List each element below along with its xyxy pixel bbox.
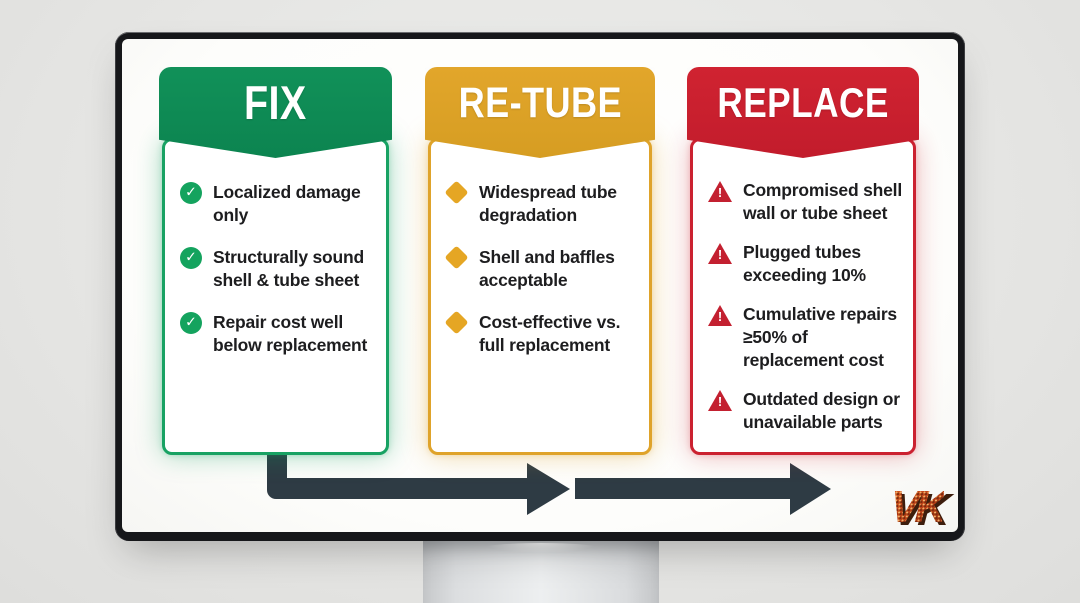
check-circle-icon: ✓ xyxy=(180,312,202,334)
list-item: ! Plugged tubes exceeding 10% xyxy=(708,241,905,287)
warning-triangle-icon: ! xyxy=(708,305,732,326)
flow-arrow-bar xyxy=(285,478,527,499)
monitor-frame: ✓ Localized damage only ✓ Structurally s… xyxy=(115,32,965,541)
replace-item-text: Plugged tubes exceeding 10% xyxy=(743,242,866,285)
monitor-screen: ✓ Localized damage only ✓ Structurally s… xyxy=(122,39,958,532)
replace-item-text: Outdated design or unavailable parts xyxy=(743,389,900,432)
list-item: ✓ Repair cost well below replacement xyxy=(180,311,378,357)
list-item: ! Compromised shell wall or tube sheet xyxy=(708,179,905,225)
replace-card: ! Compromised shell wall or tube sheet !… xyxy=(690,138,916,455)
check-glyph: ✓ xyxy=(185,249,197,266)
check-circle-icon: ✓ xyxy=(180,247,202,269)
replace-item-list: ! Compromised shell wall or tube sheet !… xyxy=(708,179,905,434)
replace-item-text: Cumulative repairs ≥50% of replacement c… xyxy=(743,304,897,370)
fix-item-text: Localized damage only xyxy=(213,182,361,225)
retube-item-text: Cost-effective vs. full replacement xyxy=(479,312,621,355)
fix-title: FIX xyxy=(244,76,307,129)
stand-highlight xyxy=(483,543,599,553)
vk-logo: VK VK xyxy=(888,481,956,532)
list-item: Shell and baffles acceptable xyxy=(444,245,641,292)
fix-item-list: ✓ Localized damage only ✓ Structurally s… xyxy=(180,181,378,357)
fix-card: ✓ Localized damage only ✓ Structurally s… xyxy=(162,138,389,455)
replace-title: REPLACE xyxy=(717,79,889,126)
vk-logo-text: VK xyxy=(888,481,945,532)
fix-header-banner: FIX xyxy=(159,67,392,158)
flow-arrow-bar xyxy=(575,478,790,499)
retube-header-banner: RE-TUBE xyxy=(425,67,655,158)
list-item: Widespread tube degradation xyxy=(444,180,641,227)
fix-item-text: Repair cost well below replacement xyxy=(213,312,368,355)
exclamation-glyph: ! xyxy=(717,247,723,262)
warning-triangle-icon: ! xyxy=(708,390,732,411)
exclamation-glyph: ! xyxy=(717,185,723,200)
flow-arrowhead-icon xyxy=(790,463,831,515)
diamond-icon xyxy=(444,180,469,205)
check-glyph: ✓ xyxy=(185,314,197,331)
flow-arrowhead-icon xyxy=(527,463,570,515)
retube-title: RE-TUBE xyxy=(458,79,622,127)
warning-triangle-icon: ! xyxy=(708,243,732,264)
monitor-stand xyxy=(423,541,659,603)
warning-triangle-icon: ! xyxy=(708,181,732,202)
exclamation-glyph: ! xyxy=(717,394,723,409)
flow-arrow-stub xyxy=(267,453,287,499)
exclamation-glyph: ! xyxy=(717,309,723,324)
fix-item-text: Structurally sound shell & tube sheet xyxy=(213,247,365,290)
diamond-icon xyxy=(444,310,469,335)
retube-item-list: Widespread tube degradation Shell and ba… xyxy=(444,180,641,357)
retube-item-text: Widespread tube degradation xyxy=(479,182,617,225)
check-circle-icon: ✓ xyxy=(180,182,202,204)
diamond-icon xyxy=(444,245,469,270)
replace-header-banner: REPLACE xyxy=(687,67,919,158)
retube-item-text: Shell and baffles acceptable xyxy=(479,247,615,290)
list-item: Cost-effective vs. full replacement xyxy=(444,310,641,357)
list-item: ! Cumulative repairs ≥50% of replacement… xyxy=(708,303,905,372)
retube-card: Widespread tube degradation Shell and ba… xyxy=(428,138,652,455)
replace-item-text: Compromised shell wall or tube sheet xyxy=(743,180,902,223)
list-item: ! Outdated design or unavailable parts xyxy=(708,388,905,434)
list-item: ✓ Structurally sound shell & tube sheet xyxy=(180,246,378,292)
check-glyph: ✓ xyxy=(185,184,197,201)
list-item: ✓ Localized damage only xyxy=(180,181,378,227)
